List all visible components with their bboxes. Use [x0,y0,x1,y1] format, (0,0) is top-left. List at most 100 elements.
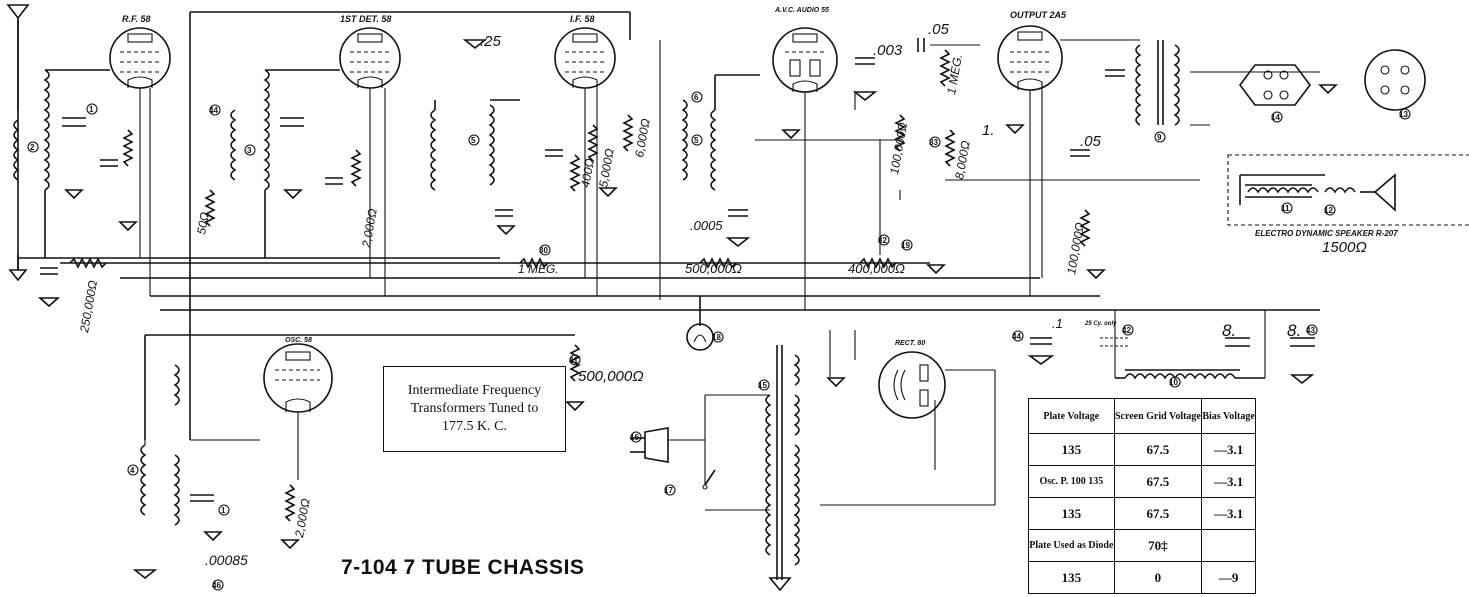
part-15: 15 [758,381,767,390]
label-osc: OSC. 58 [285,337,312,344]
power-plug-16 [630,427,669,463]
value-500kb: 500,000Ω [578,368,644,385]
part-32: 32 [878,236,887,245]
if-note-text: Intermediate Frequency Transformers Tune… [407,383,542,434]
part-42: 42 [1122,326,1131,335]
header-screen-grid-voltage: Screen Grid Voltage [1113,398,1203,434]
value-500k: 500,000Ω [685,261,742,276]
part-9: 9 [1157,133,1162,142]
bus-wires [17,11,1320,440]
chassis-title: 7-104 7 TUBE CHASSIS [341,556,585,579]
label-rf: R.F. 58 [122,14,151,24]
value-6000: 6,000Ω [632,118,653,159]
table-row: 135 0 —9 [1028,561,1256,594]
part-6: 6 [694,93,699,102]
label-avc: A.V.C. AUDIO 55 [774,7,829,14]
output-transformer-9 [1135,40,1180,126]
label-if: I.F. 58 [570,14,595,24]
table-cell: 135 [1028,497,1115,530]
part-33: 33 [929,138,938,147]
tube-rf-58 [109,27,171,89]
speaker-labels: ELECTRO DYNAMIC SPEAKER R-207 1500Ω [1255,229,1398,256]
part-number-markers: 2 1 3 5 6 5 9 14 13 11 12 19 18 10 15 16… [27,91,1411,591]
header-bias-voltage: Bias Voltage [1201,398,1256,434]
osc-coil-4 [140,364,180,526]
value-250k: 250,000Ω [77,279,100,334]
table-row: Plate Used as Diode 70‡ [1028,529,1256,562]
speaker-label: ELECTRO DYNAMIC SPEAKER R-207 [1255,229,1398,238]
table-cell: 70‡ [1113,529,1203,562]
value-1b: .1 [1052,316,1063,331]
value-5000: 5,000Ω [596,148,617,189]
table-row: 135 67.5 —3.1 [1028,433,1256,466]
tube-det-58 [339,27,401,89]
value-1: 1. [982,122,995,139]
part-5a: 5 [471,136,476,145]
antenna-coil-2 [13,69,110,258]
speaker-field-coil-11 [1239,173,1396,212]
label-output: OUTPUT 2A5 [1010,10,1067,20]
part-43: 43 [1306,326,1315,335]
table-cell: 67.5 [1113,465,1203,498]
value-400: 400Ω [578,157,597,188]
part-31: 31 [569,356,578,365]
value-400k: 400,000Ω [848,261,905,276]
value-8a: 8. [1222,321,1236,340]
table-cell: 135 [1028,561,1115,594]
part-11: 11 [1281,204,1290,213]
tube-if-58 [554,27,616,89]
antenna-symbol [6,4,30,110]
filter-choke-10 [1115,369,1265,380]
table-header-row: Plate Voltage Screen Grid Voltage Bias V… [1028,398,1256,434]
value-50: 50Ω [194,211,212,236]
part-16: 16 [630,433,639,442]
value-05a: .05 [928,21,950,38]
if-coil-5b [681,74,760,191]
part-1a: 1 [89,105,94,114]
if-transformer-note: Intermediate Frequency Transformers Tune… [383,366,566,452]
part-2: 2 [30,143,35,152]
power-transformer-15 [765,345,800,592]
table-cell: —3.1 [1201,465,1256,498]
tube-output-2a5 [997,25,1063,91]
table-cell: Osc. P. 100 135 [1028,465,1115,498]
value-003: .003 [873,42,903,59]
label-det: 1ST DET. 58 [340,14,391,24]
tube-osc-58 [263,343,333,413]
table-cell: —3.1 [1201,497,1256,530]
value-1meg-a: 1 MEG. [944,53,965,96]
label-rect: RECT. 80 [895,340,925,347]
value-100k: 100,000Ω [887,121,910,175]
table-cell: —9 [1201,561,1256,594]
value-00085: .00085 [205,552,248,568]
ground-antenna [8,255,28,282]
table-cell: 0 [1113,561,1203,594]
part-1b: 1 [221,506,226,515]
tube-avc-55 [772,27,838,93]
if-coil-5a [430,99,520,191]
part-13: 13 [1399,110,1408,119]
part-30: 30 [539,246,548,255]
value-8000a: 8,000Ω [952,140,973,181]
part-12: 12 [1324,206,1333,215]
socket-14 [1239,64,1311,106]
part-10: 10 [1169,378,1178,387]
speaker-box [1227,154,1469,226]
resistors [69,49,1091,522]
value-0005: .0005 [690,218,723,233]
value-2000a: 2,000Ω [359,208,380,250]
socket-13 [1364,49,1426,111]
part-4: 4 [130,466,135,475]
part-19: 19 [901,241,910,250]
part-18: 18 [712,333,721,342]
speaker-field-value: 1500Ω [1322,239,1367,256]
table-row: Osc. P. 100 135 67.5 —3.1 [1028,465,1256,498]
table-row: 135 67.5 —3.1 [1028,497,1256,530]
table-cell: 67.5 [1113,497,1203,530]
part-3: 3 [247,146,252,155]
rf-coil-3 [230,69,340,258]
ground-symbols [37,39,1338,580]
table-cell: Plate Used as Diode [1028,529,1115,562]
value-1meg-b: 1 MEG. [518,262,559,276]
